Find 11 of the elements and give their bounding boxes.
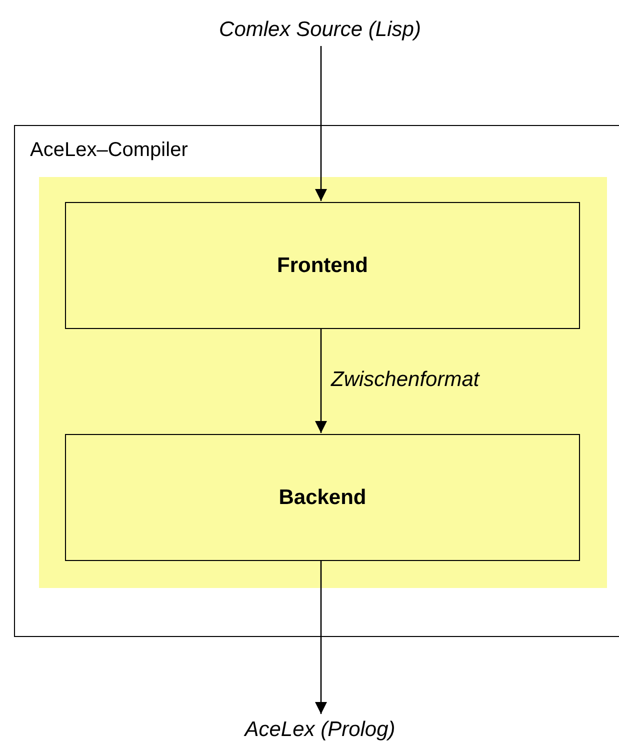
frame-title: AceLex–Compiler [30,140,188,160]
compiler-frame [14,125,619,637]
arrow [315,328,327,433]
process-box: Frontend [65,202,580,329]
arrow [315,46,327,201]
highlight-band [39,177,607,588]
edge-label: Zwischenformat [329,368,482,390]
process-box: Backend [65,434,580,561]
arrow [315,560,327,714]
io-label: AceLex (Prolog) [225,714,415,746]
io-label: Comlex Source (Lisp) [220,14,420,46]
